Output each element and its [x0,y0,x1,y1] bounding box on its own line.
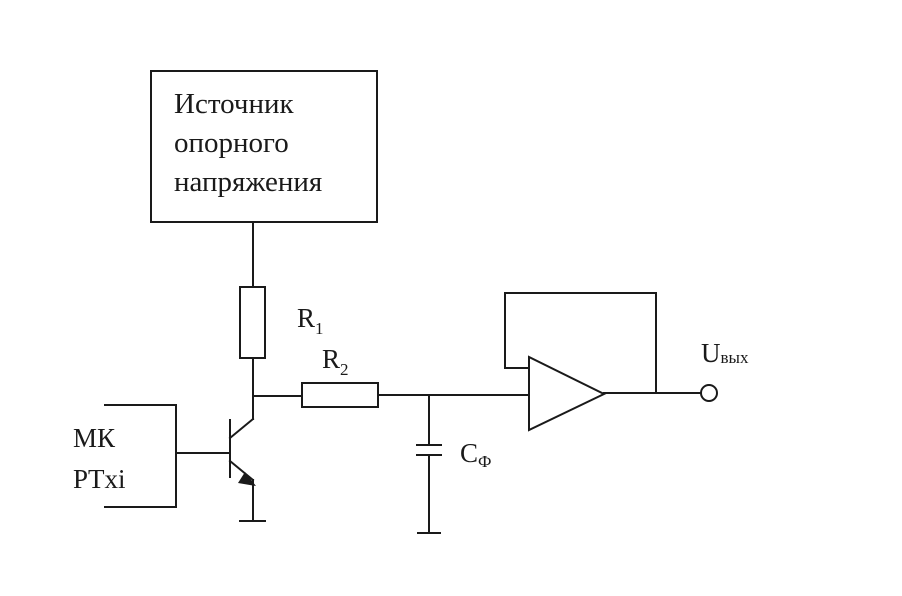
resistor-r1: R1 [239,286,324,359]
npn-transistor [175,395,266,522]
reference-source-box [150,70,378,223]
reference-voltage-source: Источник опорного напряжения [150,70,378,223]
reference-source-label-line2: опорного [174,127,289,159]
wire-feedback-loop [504,292,657,394]
input-port: МК PTxi [73,404,177,508]
input-bracket [104,404,177,508]
op-amp-triangle [528,355,607,432]
output-label: Uвых [701,338,749,368]
transistor-emitter-arrow [238,472,256,486]
output-terminal-circle [700,384,718,402]
reference-source-label-line1: Источник [174,88,294,120]
resistor-r2-label: R2 [322,344,349,379]
resistor-r1-label: R1 [297,303,324,338]
input-label-line1: МК [73,423,116,453]
capacitor-cf: CФ [416,394,491,534]
reference-source-label-line3: напряжения [174,166,322,198]
op-amp [504,292,703,432]
resistor-r1-body [239,286,266,359]
capacitor-label: CФ [460,438,491,471]
output-terminal: Uвых [700,338,749,402]
resistor-r2-body [301,382,379,408]
transistor-emitter-line [228,459,255,482]
input-label-line2: PTxi [73,464,126,494]
resistor-r2: R2 [301,344,379,408]
transistor-collector-line [228,417,255,440]
